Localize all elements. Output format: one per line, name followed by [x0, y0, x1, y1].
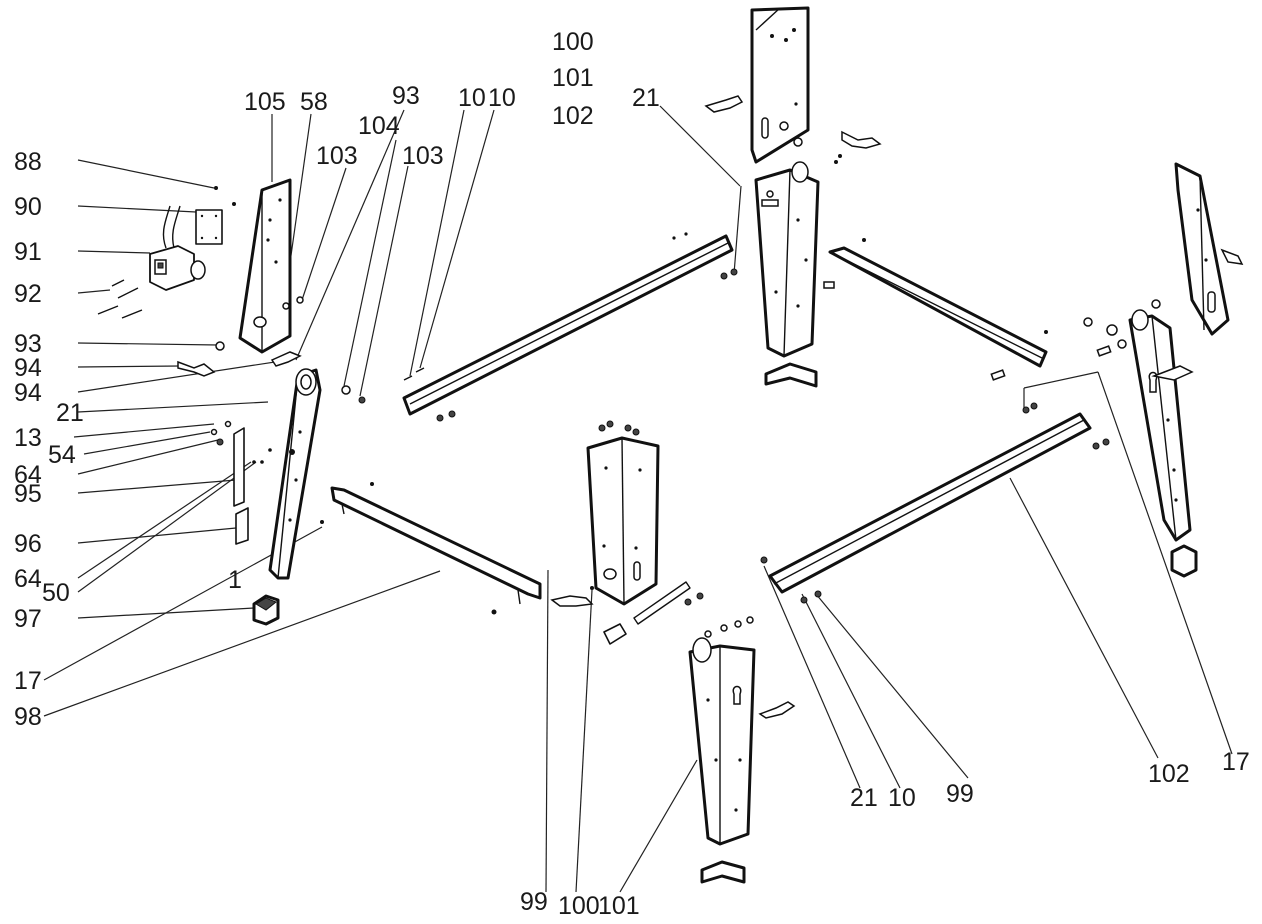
- callout-label: 100: [558, 892, 600, 920]
- callout-label: 92: [14, 280, 42, 308]
- callout-label: 17: [1222, 748, 1250, 776]
- right-leg-upper-panel: [1174, 162, 1244, 336]
- callout-label: 101: [598, 892, 640, 920]
- callout-label: 99: [520, 888, 548, 916]
- callout-label: 90: [14, 193, 42, 221]
- callout-label: 96: [14, 530, 42, 558]
- callout-label: 97: [14, 605, 42, 633]
- callout-label: 102: [1148, 760, 1190, 788]
- front-leg-hardware: [704, 616, 796, 719]
- callout-label: 64: [14, 565, 42, 593]
- callout-label: 10: [458, 84, 486, 112]
- callout-label: 98: [14, 703, 42, 731]
- callout-label: 103: [402, 142, 444, 170]
- callout-label: 50: [42, 579, 70, 607]
- back-left-rail: [402, 232, 738, 422]
- switch-box: [149, 205, 206, 291]
- callout-label: 101: [552, 64, 594, 92]
- foot-97: [252, 594, 280, 626]
- callout-label: 21: [632, 84, 660, 112]
- front-foot: [700, 860, 746, 884]
- sleeve-96: [235, 507, 249, 545]
- center-leg-upper: [586, 420, 660, 606]
- callout-label: 17: [14, 667, 42, 695]
- switch-mounting-plate: [195, 209, 223, 245]
- left-leg: [268, 368, 322, 580]
- front-left-rail-98: [330, 486, 542, 615]
- callout-label: 100: [552, 28, 594, 56]
- back-right-rail: [823, 238, 1048, 368]
- callout-label: 103: [316, 142, 358, 170]
- callout-label: 88: [14, 148, 42, 176]
- callout-label: 104: [358, 112, 400, 140]
- back-leg-upper-panel: [750, 6, 810, 164]
- callout-label: 93: [392, 82, 420, 110]
- right-leg: [1128, 309, 1194, 542]
- callout-labels: 100 101 102 21 105 58 93 104 10 10 103 1…: [14, 28, 1250, 920]
- right-foot: [1170, 544, 1198, 578]
- leader-lines: [43, 105, 1233, 893]
- front-leg: [688, 637, 756, 846]
- back-wing-nuts: [704, 95, 882, 164]
- cable-clip-95: [233, 427, 245, 507]
- callout-label: 21: [56, 399, 84, 427]
- callout-label: 94: [14, 354, 42, 382]
- back-leg: [754, 161, 820, 358]
- callout-label: 54: [48, 441, 76, 469]
- callout-label: 10: [888, 784, 916, 812]
- callout-label: 93: [14, 330, 42, 358]
- callout-label: 64: [14, 461, 42, 489]
- back-foot: [764, 362, 818, 388]
- callout-label: 58: [300, 88, 328, 116]
- callout-label: 102: [552, 102, 594, 130]
- center-wing-nut: [550, 586, 594, 607]
- hardware-left: [177, 186, 425, 524]
- callout-label: 21: [850, 784, 878, 812]
- sleeve-and-strip: [603, 581, 704, 645]
- callout-label: 94: [14, 379, 42, 407]
- hardware-right: [990, 299, 1161, 414]
- callout-label: 13: [14, 424, 42, 452]
- callout-label: 1: [228, 566, 242, 594]
- callout-label: 10: [488, 84, 516, 112]
- front-right-rail-102: [760, 412, 1110, 604]
- callout-label: 99: [946, 780, 974, 808]
- callout-label: 105: [244, 88, 286, 116]
- callout-label: 95: [14, 480, 42, 508]
- callout-label: 91: [14, 238, 42, 266]
- left-leg-upper-panel: [238, 178, 292, 354]
- screws-92: [97, 279, 143, 319]
